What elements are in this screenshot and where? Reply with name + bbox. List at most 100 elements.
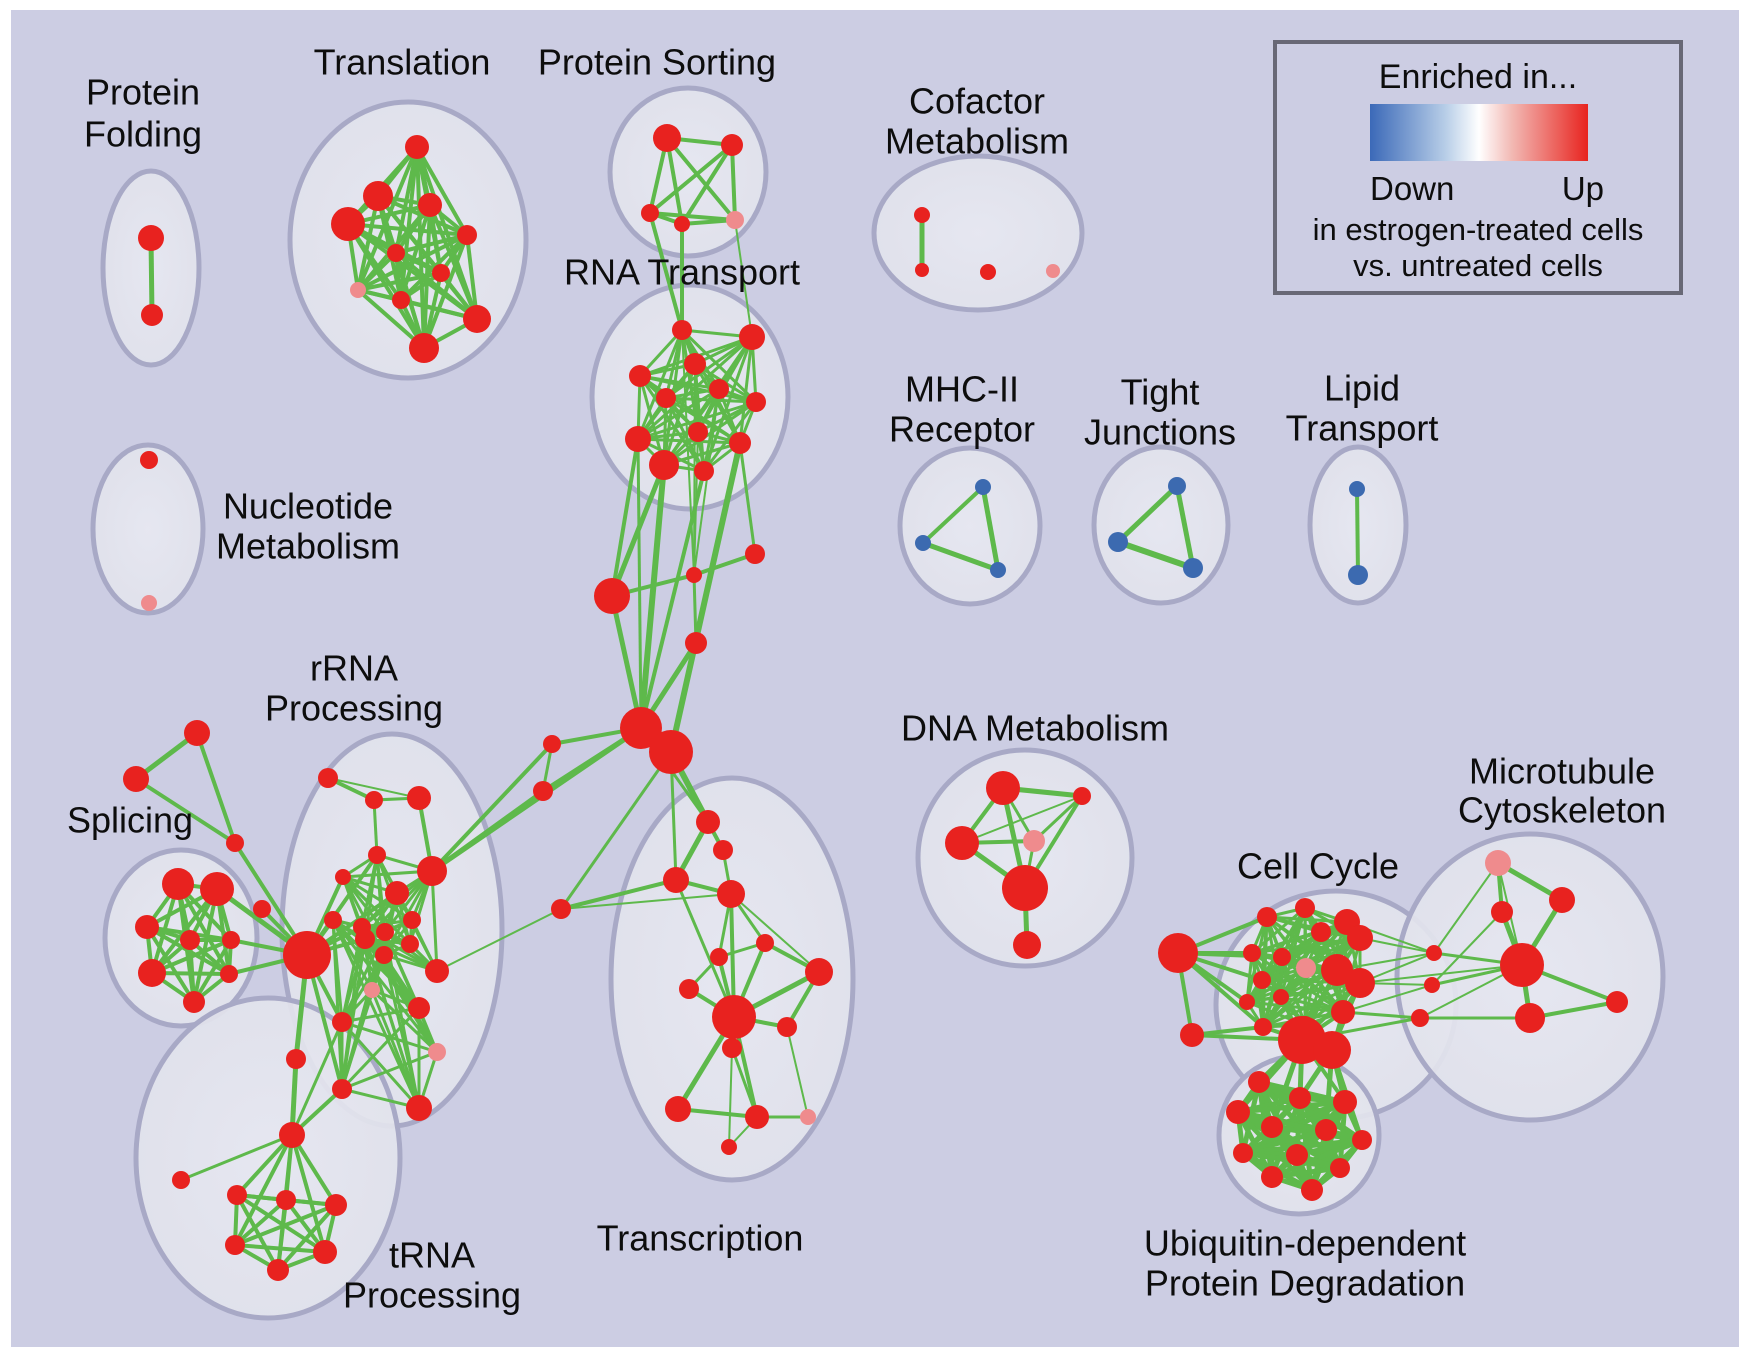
node-cc2[interactable] <box>1180 1023 1204 1047</box>
node-mt4[interactable] <box>1500 943 1544 987</box>
node-ub5[interactable] <box>1261 1116 1283 1138</box>
node-rt11[interactable] <box>649 450 679 480</box>
node-ps4[interactable] <box>674 216 690 232</box>
node-cc8[interactable] <box>1243 944 1261 962</box>
node-cf4[interactable] <box>1046 264 1060 278</box>
node-dm6[interactable] <box>1013 931 1041 959</box>
node-ub3[interactable] <box>1333 1090 1357 1114</box>
node-ps3[interactable] <box>641 204 659 222</box>
node-tn5[interactable] <box>325 1194 347 1216</box>
node-sp4[interactable] <box>162 868 194 900</box>
node-mh1[interactable] <box>975 479 991 495</box>
node-sp12[interactable] <box>253 900 271 918</box>
node-tj3[interactable] <box>1183 558 1203 578</box>
node-ub11[interactable] <box>1261 1166 1283 1188</box>
node-cn4[interactable] <box>685 632 707 654</box>
node-cc11[interactable] <box>1321 954 1353 986</box>
node-ub8[interactable] <box>1233 1143 1253 1163</box>
node-mc2[interactable] <box>1424 977 1440 993</box>
node-ub1[interactable] <box>1248 1071 1270 1093</box>
node-tr4[interactable] <box>418 193 442 217</box>
node-tr9[interactable] <box>392 291 410 309</box>
node-tr8[interactable] <box>350 282 366 298</box>
node-rt3[interactable] <box>684 353 706 375</box>
node-rt5[interactable] <box>709 379 729 399</box>
node-cn7[interactable] <box>551 899 571 919</box>
node-cc10[interactable] <box>1296 958 1316 978</box>
node-mt3[interactable] <box>1491 901 1513 923</box>
node-mh2[interactable] <box>915 535 931 551</box>
node-tn1[interactable] <box>279 1122 305 1148</box>
node-cc14[interactable] <box>1273 989 1289 1005</box>
node-mt2[interactable] <box>1549 887 1575 913</box>
node-tc9[interactable] <box>712 995 756 1039</box>
node-tr3[interactable] <box>331 207 365 241</box>
node-ps1[interactable] <box>653 124 681 152</box>
node-rr2[interactable] <box>365 791 383 809</box>
node-dm5[interactable] <box>1002 865 1048 911</box>
node-tc15[interactable] <box>721 1139 737 1155</box>
node-sp8[interactable] <box>222 931 240 949</box>
node-cn3[interactable] <box>594 578 630 614</box>
node-cc20[interactable] <box>1331 1000 1355 1024</box>
node-rr8[interactable] <box>324 911 342 929</box>
node-tc3[interactable] <box>663 867 689 893</box>
node-mt1[interactable] <box>1485 850 1511 876</box>
node-cc3[interactable] <box>1257 907 1277 927</box>
node-cc19[interactable] <box>1313 1031 1351 1069</box>
node-nm1[interactable] <box>140 451 158 469</box>
node-tc11[interactable] <box>722 1038 742 1058</box>
node-cf1[interactable] <box>914 207 930 223</box>
node-tr11[interactable] <box>409 333 439 363</box>
node-ub10[interactable] <box>1330 1158 1350 1178</box>
node-rr16[interactable] <box>425 959 449 983</box>
node-tn8[interactable] <box>267 1259 289 1281</box>
node-tn3[interactable] <box>227 1185 247 1205</box>
node-sp2[interactable] <box>123 766 149 792</box>
node-rt6[interactable] <box>656 388 676 408</box>
node-tr6[interactable] <box>387 244 405 262</box>
node-lt2[interactable] <box>1348 565 1368 585</box>
node-nm2[interactable] <box>141 595 157 611</box>
node-ps5[interactable] <box>726 211 744 229</box>
node-cc12[interactable] <box>1345 968 1375 998</box>
node-tc14[interactable] <box>800 1109 816 1125</box>
node-rt1[interactable] <box>672 320 692 340</box>
node-ub4[interactable] <box>1226 1100 1250 1124</box>
node-mc3[interactable] <box>1411 1009 1429 1027</box>
node-tc2[interactable] <box>713 840 733 860</box>
node-tn2[interactable] <box>172 1171 190 1189</box>
node-mh3[interactable] <box>990 562 1006 578</box>
node-rr17[interactable] <box>428 1043 446 1061</box>
node-rt8[interactable] <box>688 422 708 442</box>
node-cn5[interactable] <box>543 735 561 753</box>
node-rt9[interactable] <box>625 426 651 452</box>
node-tc13[interactable] <box>745 1105 769 1129</box>
node-sp11[interactable] <box>220 965 238 983</box>
node-rr13[interactable] <box>332 1012 352 1032</box>
node-tr5[interactable] <box>457 225 477 245</box>
node-ub9[interactable] <box>1286 1144 1308 1166</box>
node-ub7[interactable] <box>1352 1130 1372 1150</box>
node-sp1[interactable] <box>184 720 210 746</box>
node-tc4[interactable] <box>717 880 745 908</box>
node-rr22[interactable] <box>375 946 393 964</box>
node-rr1[interactable] <box>318 768 338 788</box>
node-sp6[interactable] <box>135 915 159 939</box>
node-ps2[interactable] <box>721 134 743 156</box>
node-rt2[interactable] <box>739 324 765 350</box>
node-tj1[interactable] <box>1168 477 1186 495</box>
node-mc1[interactable] <box>1426 945 1442 961</box>
node-cc16[interactable] <box>1254 1018 1272 1036</box>
node-sp10[interactable] <box>183 991 205 1013</box>
node-pf2[interactable] <box>141 304 163 326</box>
node-tr7[interactable] <box>432 264 450 282</box>
node-hb2[interactable] <box>649 730 693 774</box>
node-rt10[interactable] <box>729 432 751 454</box>
node-pf1[interactable] <box>138 225 164 251</box>
node-mt5[interactable] <box>1515 1003 1545 1033</box>
node-cc7[interactable] <box>1347 925 1373 951</box>
node-rr23[interactable] <box>401 935 419 953</box>
node-tc6[interactable] <box>710 948 728 966</box>
node-cc13[interactable] <box>1253 971 1271 989</box>
